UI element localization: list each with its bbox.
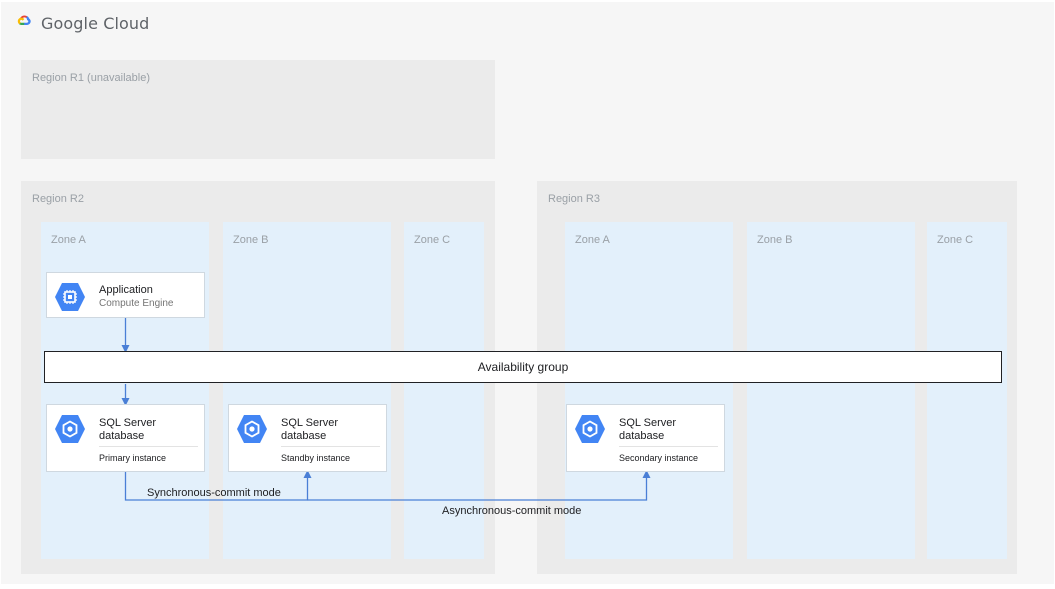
region-r3-zone-c: Zone C: [927, 222, 1007, 559]
zone-label: Zone C: [937, 234, 974, 246]
async-commit-label: Asynchronous-commit mode: [442, 505, 582, 517]
primary-role: Primary instance: [99, 453, 167, 463]
zone-label: Zone B: [233, 234, 269, 246]
google-cloud-logo-icon: [17, 15, 31, 25]
secondary-sql-card[interactable]: SQL Server database Secondary instance: [566, 404, 725, 472]
application-subtitle: Compute Engine: [99, 298, 174, 309]
card-divider: [619, 446, 718, 447]
availability-group-label: Availability group: [477, 360, 569, 374]
region-r3-zone-b: Zone B: [747, 222, 915, 559]
standby-title-line1: SQL Server: [281, 417, 339, 429]
zone-label: Zone A: [51, 234, 86, 246]
region-r3-label: Region R3: [548, 193, 600, 205]
region-r2-label: Region R2: [32, 193, 84, 205]
region-r2-zone-b: Zone B: [223, 222, 391, 559]
sync-commit-label: Synchronous-commit mode: [147, 487, 281, 499]
secondary-title-line1: SQL Server: [619, 417, 677, 429]
primary-title-line1: SQL Server: [99, 417, 157, 429]
region-r1-label: Region R1 (unavailable): [32, 72, 151, 84]
card-divider: [281, 446, 380, 447]
zone-label: Zone A: [575, 234, 610, 246]
sql-database-icon: [575, 415, 605, 443]
availability-group-bar[interactable]: Availability group: [44, 351, 1002, 383]
region-r3-zone-a: Zone A: [565, 222, 733, 559]
secondary-role: Secondary instance: [619, 453, 699, 463]
primary-title-line2: database: [99, 430, 145, 442]
card-divider: [99, 446, 198, 447]
application-card[interactable]: Application Compute Engine: [46, 272, 205, 318]
standby-role: Standby instance: [281, 453, 351, 463]
region-r1: Region R1 (unavailable): [21, 60, 495, 159]
google-cloud-logo: Google Cloud: [11, 12, 149, 34]
compute-engine-icon: [55, 283, 85, 311]
region-r2-zone-c: Zone C: [404, 222, 484, 559]
secondary-title-line2: database: [619, 430, 665, 442]
zone-label: Zone C: [414, 234, 451, 246]
zone-label: Zone B: [757, 234, 793, 246]
primary-sql-card[interactable]: SQL Server database Primary instance: [46, 404, 205, 472]
standby-title-line2: database: [281, 430, 327, 442]
standby-sql-card[interactable]: SQL Server database Standby instance: [228, 404, 387, 472]
logo-text: Google Cloud: [41, 13, 150, 33]
sql-database-icon: [55, 415, 85, 443]
sql-database-icon: [237, 415, 267, 443]
application-title: Application: [99, 284, 153, 296]
